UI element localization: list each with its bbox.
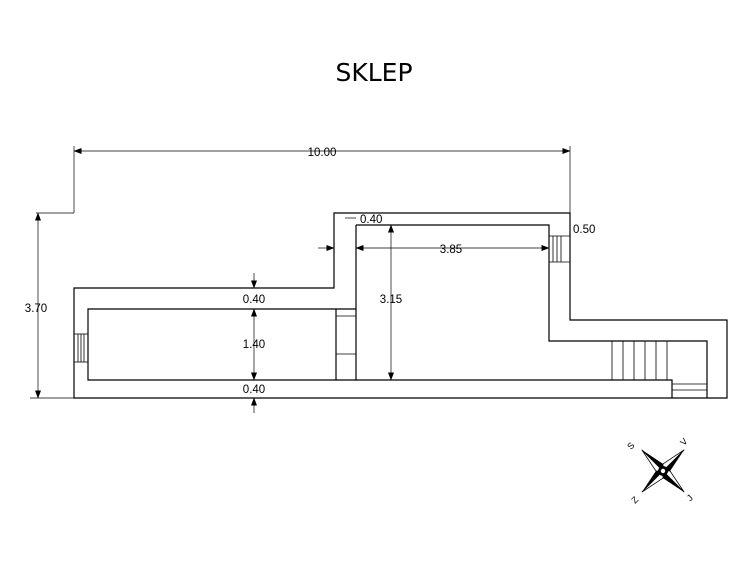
compass-rose: [641, 449, 685, 493]
outer-walls: [73, 212, 728, 399]
plan-title: SKLEP: [335, 58, 412, 87]
dimension-left-room: 0.40 1.40 0.40: [243, 273, 265, 413]
compass-label-west: Z: [629, 494, 640, 505]
dim-wall-top-right-label: 0.40: [360, 214, 382, 226]
dim-wall-bottom-label: 0.40: [243, 384, 265, 396]
dim-room-left-height-label: 1.40: [243, 339, 265, 351]
stairs: [611, 341, 668, 380]
dim-wall-side-label: 0.50: [573, 224, 595, 236]
dimension-total-width: 10.00: [36, 146, 571, 214]
compass-label-south: J: [685, 493, 695, 503]
dimension-total-height: 3.70: [25, 212, 74, 399]
dim-total-height-label: 3.70: [25, 303, 47, 315]
dim-wall-top-left-label: 0.40: [243, 294, 265, 306]
dim-total-width-label: 10.00: [308, 147, 337, 159]
dim-room-right-width-label: 3.85: [440, 244, 462, 256]
compass-label-north: S: [625, 440, 636, 451]
dim-room-right-height-label: 3.15: [380, 294, 402, 306]
inner-walls: [87, 224, 708, 398]
openings: [74, 235, 707, 391]
dimension-right-room: 0.40 3.85 3.15 0.50: [318, 214, 595, 381]
compass-label-east: V: [678, 436, 689, 447]
